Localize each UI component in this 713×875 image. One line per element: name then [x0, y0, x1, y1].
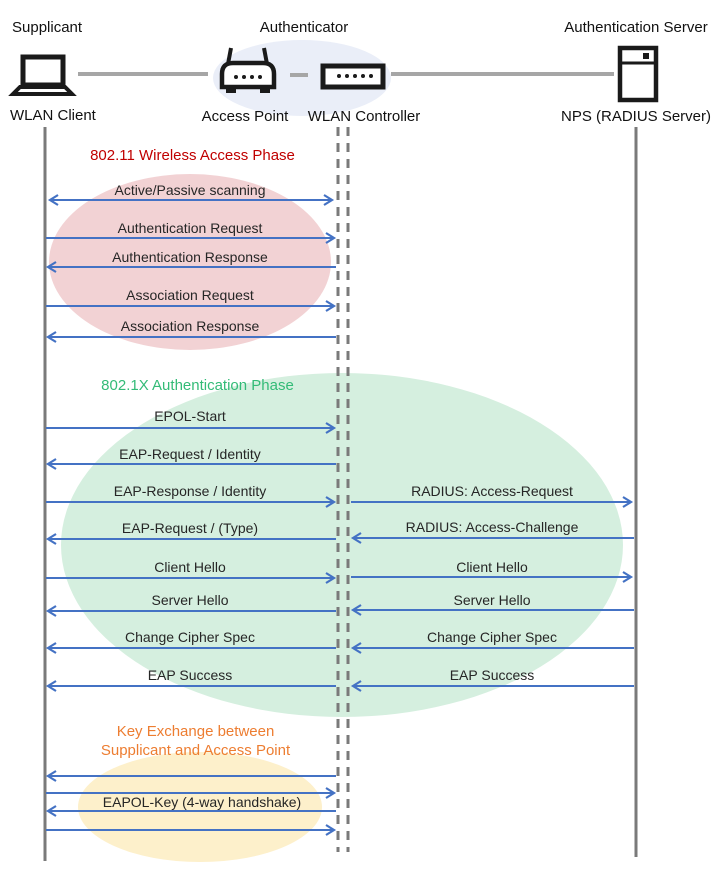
role-authenticator: Authenticator	[259, 19, 349, 36]
msg-client-hello-right: Client Hello	[456, 559, 528, 575]
access-point-icon	[219, 47, 277, 93]
msg-association-request: Association Request	[126, 287, 254, 303]
phase3-title-line2: Supplicant and Access Point	[100, 742, 291, 759]
label-wlan-controller: WLAN Controller	[307, 108, 421, 125]
msg-client-hello-left: Client Hello	[154, 559, 226, 575]
msg-change-cipher-spec-left: Change Cipher Spec	[125, 629, 255, 645]
msg-association-response: Association Response	[120, 318, 260, 334]
msg-authentication-response: Authentication Response	[112, 249, 268, 265]
msg-eap-request-identity: EAP-Request / Identity	[119, 446, 261, 462]
role-authentication-server: Authentication Server	[564, 19, 708, 36]
label-access-point: Access Point	[201, 108, 289, 125]
phase3-ellipse	[78, 752, 322, 862]
phase2-title: 802.1X Authentication Phase	[101, 377, 294, 394]
phase1-title: 802.11 Wireless Access Phase	[90, 147, 295, 164]
msg-epol-start: EPOL-Start	[154, 408, 226, 424]
server-icon	[617, 45, 659, 103]
msg-change-cipher-spec-right: Change Cipher Spec	[427, 629, 557, 645]
msg-radius-access-request: RADIUS: Access-Request	[411, 483, 573, 499]
msg-eap-success-right: EAP Success	[449, 667, 535, 683]
label-wlan-client: WLAN Client	[10, 107, 96, 124]
message-arrows	[45, 194, 634, 836]
lifelines	[43, 127, 638, 861]
phase3-title-line1: Key Exchange between	[116, 723, 275, 740]
msg-radius-access-challenge: RADIUS: Access-Challenge	[405, 519, 579, 535]
msg-eap-success-left: EAP Success	[147, 667, 233, 683]
msg-eap-request-type: EAP-Request / (Type)	[121, 520, 259, 536]
wlan-controller-icon	[320, 63, 386, 90]
header-connectors	[78, 72, 614, 77]
msg-server-hello-left: Server Hello	[151, 592, 229, 608]
authenticator-ellipse	[213, 40, 391, 116]
label-nps-radius-server: NPS (RADIUS Server)	[560, 108, 712, 125]
role-supplicant: Supplicant	[12, 19, 83, 36]
msg-authentication-request: Authentication Request	[117, 220, 263, 236]
msg-server-hello-right: Server Hello	[453, 592, 531, 608]
msg-eapol-key: EAPOL-Key (4-way handshake)	[102, 794, 302, 810]
laptop-icon	[8, 54, 77, 96]
msg-active-passive-scanning: Active/Passive scanning	[114, 182, 266, 198]
msg-eap-response-identity: EAP-Response / Identity	[113, 483, 267, 499]
phase2-ellipse	[61, 373, 623, 717]
